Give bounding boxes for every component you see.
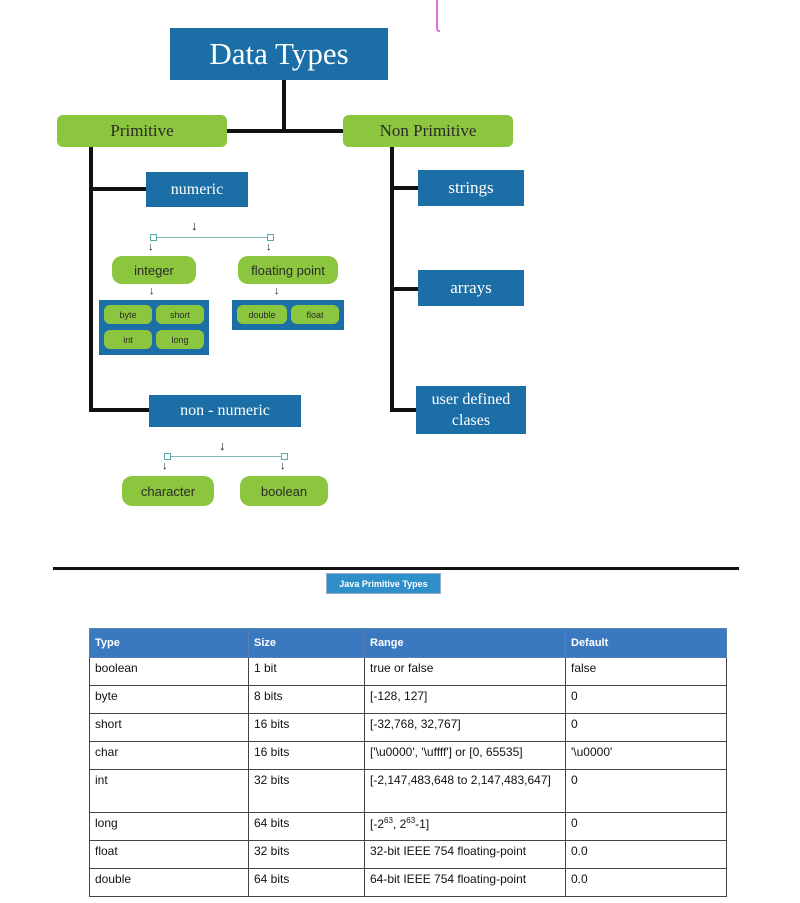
arrow-down-icon: ↓ — [274, 285, 280, 297]
strings-node: strings — [418, 170, 524, 206]
connector — [89, 147, 93, 411]
data-types-title: Data Types — [170, 28, 388, 80]
float-node: float — [291, 305, 339, 324]
table-cell: 0.0 — [565, 840, 727, 869]
table-row: double 64 bits 64-bit IEEE 754 floating-… — [89, 868, 727, 897]
byte-node: byte — [104, 305, 152, 324]
connector — [168, 456, 286, 457]
table-row: byte 8 bits [-128, 127] 0 — [89, 685, 727, 714]
table-row: int 32 bits [-2,147,483,648 to 2,147,483… — [89, 769, 727, 813]
table-cell: [-128, 127] — [364, 685, 566, 714]
table-row: boolean 1 bit true or false false — [89, 657, 727, 686]
table-caption: Java Primitive Types — [326, 573, 441, 594]
column-header: Type — [89, 628, 249, 658]
table-cell: long — [89, 812, 249, 841]
arrow-down-icon: ↓ — [266, 241, 272, 253]
table-cell: 32 bits — [248, 840, 365, 869]
connector — [154, 237, 272, 238]
connector — [390, 287, 418, 291]
table-cell: ['\u0000', '\uffff'] or [0, 65535] — [364, 741, 566, 770]
table-cell: short — [89, 713, 249, 742]
short-node: short — [156, 305, 204, 324]
table-row: long 64 bits [-263, 263-1] 0 — [89, 812, 727, 841]
table-cell: false — [565, 657, 727, 686]
table-cell: int — [89, 769, 249, 813]
character-node: character — [122, 476, 214, 506]
table-cell: 8 bits — [248, 685, 365, 714]
table-cell: 32-bit IEEE 754 floating-point — [364, 840, 566, 869]
table-cell: [-32,768, 32,767] — [364, 713, 566, 742]
floating-point-node: floating point — [238, 256, 338, 284]
pink-mark — [436, 0, 440, 32]
connector — [390, 147, 394, 411]
arrow-down-icon: ↓ — [191, 218, 198, 233]
non-numeric-node: non - numeric — [149, 395, 301, 427]
table-cell: '\u0000' — [565, 741, 727, 770]
double-node: double — [237, 305, 287, 324]
arrow-down-icon: ↓ — [148, 241, 154, 253]
table-cell: 0 — [565, 713, 727, 742]
junction-icon — [281, 453, 288, 460]
column-header: Range — [364, 628, 566, 658]
table-cell: 16 bits — [248, 713, 365, 742]
table-cell: 32 bits — [248, 769, 365, 813]
boolean-node: boolean — [240, 476, 328, 506]
primitive-node: Primitive — [57, 115, 227, 147]
divider — [53, 567, 739, 570]
arrow-down-icon: ↓ — [280, 460, 286, 472]
table-row: char 16 bits ['\u0000', '\uffff'] or [0,… — [89, 741, 727, 770]
long-node: long — [156, 330, 204, 349]
connector — [226, 129, 344, 133]
arrow-down-icon: ↓ — [149, 285, 155, 297]
connector — [89, 187, 147, 191]
int-node: int — [104, 330, 152, 349]
table-header-row: Type Size Range Default — [89, 628, 727, 658]
table-cell: true or false — [364, 657, 566, 686]
arrow-down-icon: ↓ — [219, 438, 226, 453]
table-cell: 0 — [565, 769, 727, 813]
table-cell: 0.0 — [565, 868, 727, 897]
table-cell-range-long: [-263, 263-1] — [364, 812, 566, 841]
column-header: Default — [565, 628, 727, 658]
junction-icon — [150, 234, 157, 241]
table-cell: [-2,147,483,648 to 2,147,483,647] — [364, 769, 566, 813]
table-cell: 64 bits — [248, 868, 365, 897]
integer-node: integer — [112, 256, 196, 284]
table-cell: 64 bits — [248, 812, 365, 841]
arrays-node: arrays — [418, 270, 524, 306]
junction-icon — [267, 234, 274, 241]
primitive-types-table: Type Size Range Default boolean 1 bit tr… — [89, 628, 727, 897]
junction-icon — [164, 453, 171, 460]
table-cell: byte — [89, 685, 249, 714]
table-cell: char — [89, 741, 249, 770]
table-cell: float — [89, 840, 249, 869]
column-header: Size — [248, 628, 365, 658]
table-cell: 0 — [565, 685, 727, 714]
table-cell: boolean — [89, 657, 249, 686]
numeric-node: numeric — [146, 172, 248, 207]
connector — [282, 80, 286, 132]
table-row: short 16 bits [-32,768, 32,767] 0 — [89, 713, 727, 742]
connector — [89, 408, 149, 412]
non-primitive-node: Non Primitive — [343, 115, 513, 147]
table-cell: 1 bit — [248, 657, 365, 686]
table-row: float 32 bits 32-bit IEEE 754 floating-p… — [89, 840, 727, 869]
connector — [390, 186, 418, 190]
table-cell: 16 bits — [248, 741, 365, 770]
arrow-down-icon: ↓ — [162, 460, 168, 472]
connector — [390, 408, 418, 412]
user-defined-node: user defined clases — [416, 386, 526, 434]
table-cell: 64-bit IEEE 754 floating-point — [364, 868, 566, 897]
table-cell: 0 — [565, 812, 727, 841]
table-cell: double — [89, 868, 249, 897]
